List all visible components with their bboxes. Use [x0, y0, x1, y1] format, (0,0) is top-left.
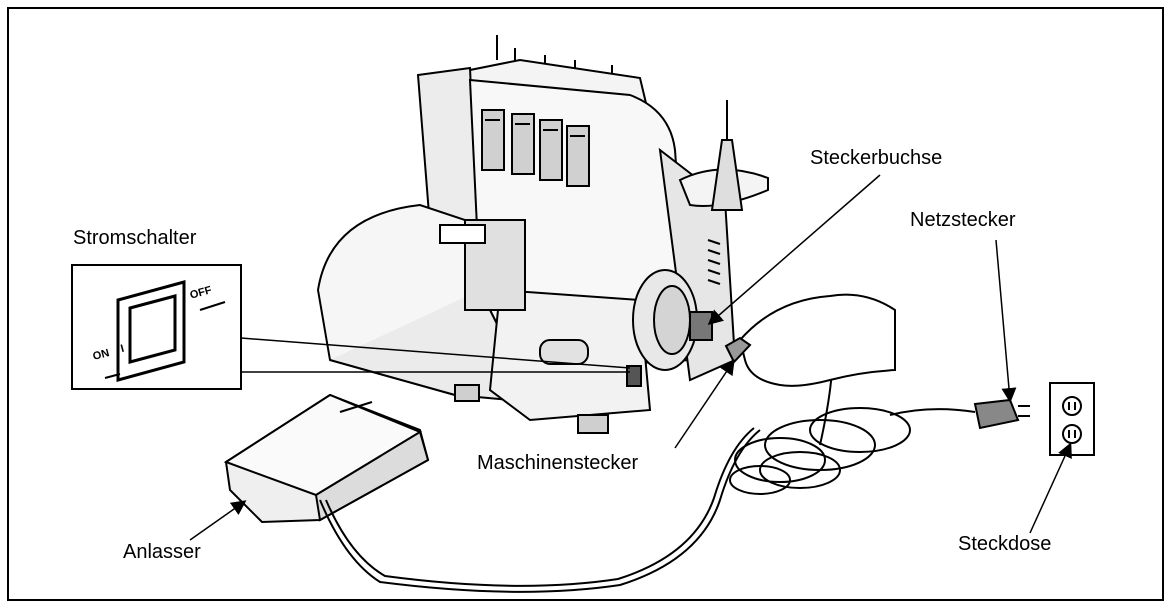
label-netzstecker: Netzstecker: [910, 209, 1016, 231]
hand: [724, 293, 896, 387]
foot-controller: [223, 393, 430, 524]
power-switch-inset: [71, 264, 242, 390]
label-anlasser: Anlasser: [123, 541, 201, 563]
label-steckdose: Steckdose: [958, 533, 1052, 555]
wall-outlet: [1049, 382, 1095, 456]
label-maschinenstecker: Maschinenstecker: [477, 452, 639, 474]
leader-lines: [189, 174, 1072, 541]
cords: [319, 369, 976, 593]
label-steckerbuchse: Steckerbuchse: [810, 147, 943, 169]
label-stromschalter: Stromschalter: [73, 227, 197, 249]
mains-plug: [973, 398, 1030, 430]
serger-machine: [316, 35, 769, 434]
